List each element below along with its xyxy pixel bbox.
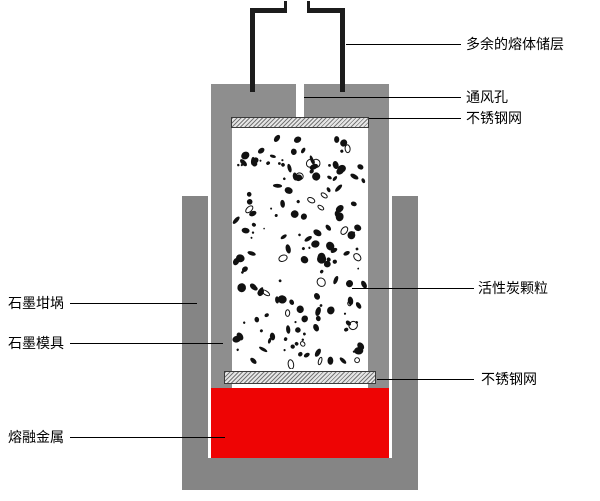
- reservoir-tube-top-left: [250, 8, 287, 13]
- label-activated-carbon: 活性炭颗粒: [478, 280, 548, 296]
- stainless-mesh-top: [231, 117, 369, 128]
- leader-line-molten-metal: [70, 437, 225, 438]
- leader-line-excess-melt-reservoir: [346, 44, 461, 45]
- leader-line-graphite-mold: [70, 343, 223, 344]
- stainless-mesh-bottom: [224, 371, 376, 384]
- leader-line-vent-hole: [304, 97, 461, 98]
- label-stainless-mesh-bottom: 不锈钢网: [481, 371, 537, 387]
- reservoir-tube-right-wall: [340, 8, 345, 92]
- label-excess-melt-reservoir: 多余的熔体储层: [466, 36, 564, 52]
- vent-hole: [296, 84, 304, 117]
- leader-line-activated-carbon: [352, 288, 474, 289]
- reservoir-tube-spout-right: [307, 1, 310, 9]
- leader-line-stainless-mesh-top: [369, 118, 461, 119]
- label-vent-hole: 通风孔: [466, 89, 508, 105]
- reservoir-tube-spout-left: [284, 1, 287, 9]
- label-graphite-crucible: 石墨坩埚: [8, 295, 64, 311]
- leader-line-graphite-crucible: [70, 303, 197, 304]
- label-stainless-mesh-top: 不锈钢网: [466, 110, 522, 126]
- molten-metal: [211, 388, 389, 458]
- label-molten-metal: 熔融金属: [8, 429, 64, 445]
- label-graphite-mold: 石墨模具: [8, 335, 64, 351]
- activated-carbon-particles: [232, 134, 367, 369]
- leader-line-stainless-mesh-bottom: [377, 379, 474, 380]
- reservoir-tube-top-right: [307, 8, 345, 13]
- reservoir-tube-left-wall: [250, 8, 255, 92]
